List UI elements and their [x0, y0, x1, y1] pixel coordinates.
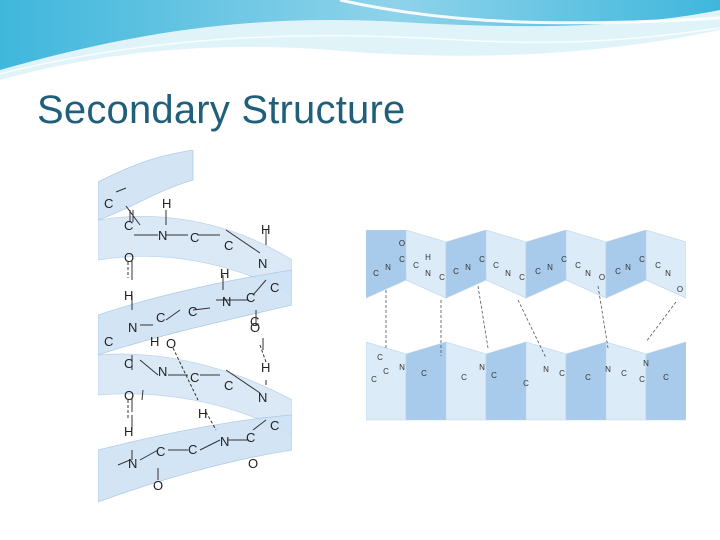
sheet-atom: C [479, 255, 485, 264]
helix-atom: C [156, 444, 165, 459]
helix-atom: C [156, 310, 165, 325]
helix-atom: N [158, 228, 167, 243]
sheet-atom: C [663, 373, 669, 382]
helix-atom: N [258, 390, 267, 405]
helix-atom: H [124, 288, 133, 303]
helix-atom: H [150, 334, 159, 349]
sheet-atom: C [493, 261, 499, 270]
helix-atom: C [224, 378, 233, 393]
sheet-atom: N [625, 263, 631, 272]
sheet-atom: O [599, 273, 605, 282]
helix-atom: H [124, 424, 133, 439]
helix-atom: C [104, 334, 113, 349]
sheet-top-atoms: C N C C N C C N C C N C C N C C N O H O [373, 239, 605, 282]
sheet-atom: C [491, 371, 497, 380]
sheet-atom: N [547, 263, 553, 272]
helix-atom: C [246, 290, 255, 305]
sheet-atom: C [421, 369, 427, 378]
sheet-atom: C [585, 373, 591, 382]
sheet-atom: N [643, 359, 649, 368]
helix-bonds [115, 187, 267, 480]
sheet-atom: O [677, 285, 683, 294]
helix-atom: O [124, 250, 134, 265]
sheet-bottom-strand [366, 341, 686, 421]
helix-hbonds [127, 262, 267, 418]
sheet-hbonds [385, 285, 677, 359]
helix-atom: C [190, 230, 199, 245]
sheet-atom: C [559, 369, 565, 378]
sheet-bottom-atoms: C C N C C N C C N C C N C C N C C [371, 353, 669, 388]
helix-atom: H [261, 222, 270, 237]
helix-atom: H [261, 360, 270, 375]
helix-atom: C [124, 218, 133, 233]
sheet-top-atoms-2: C N C C N O [615, 255, 683, 294]
helix-atom: N [222, 294, 231, 309]
sheet-atom: C [439, 273, 445, 282]
helix-atom: C [246, 430, 255, 445]
helix-atom: C [188, 304, 197, 319]
sheet-atom: O [399, 239, 405, 248]
helix-atom: N [128, 320, 137, 335]
sheet-atom: N [385, 263, 391, 272]
header-wave-decoration [0, 0, 720, 80]
sheet-atom: C [639, 375, 645, 384]
helix-atom: C [250, 314, 259, 329]
wave-main [0, 0, 720, 70]
sheet-atom: N [425, 269, 431, 278]
helix-atom: C [124, 356, 133, 371]
wave-highlight [339, 0, 720, 25]
helix-atom: H [162, 196, 171, 211]
sheet-atom: C [399, 255, 405, 264]
sheet-atom: C [535, 267, 541, 276]
helix-atom: O [124, 388, 134, 403]
helix-atom: H [220, 266, 229, 281]
helix-atoms: C H C N C C H O N H C H N C C C N C C O … [104, 196, 279, 493]
helix-atom: C [190, 370, 199, 385]
helix-atom: O [248, 456, 258, 471]
helix-atom: C [188, 442, 197, 457]
sheet-atom: N [465, 263, 471, 272]
sheet-atom: C [655, 261, 661, 270]
sheet-atom: N [585, 269, 591, 278]
sheet-atom: C [621, 369, 627, 378]
sheet-atom: C [519, 273, 525, 282]
helix-atom: C [270, 418, 279, 433]
sheet-atom: C [575, 261, 581, 270]
sheet-atom: N [665, 269, 671, 278]
sheet-atom: C [371, 375, 377, 384]
helix-atom: C [224, 238, 233, 253]
sheet-atom: C [377, 353, 383, 362]
sheet-atom: C [413, 261, 419, 270]
helix-atom: O [153, 478, 163, 493]
sheet-atom: C [561, 255, 567, 264]
sheet-atom: N [505, 269, 511, 278]
sheet-atom: N [479, 363, 485, 372]
helix-atom: C [104, 196, 113, 211]
sheet-atom: C [523, 379, 529, 388]
helix-atom: O [166, 336, 176, 351]
sheet-atom: C [615, 267, 621, 276]
alpha-helix-diagram: C H C N C C H O N H C H N C C C N C C O … [98, 150, 292, 502]
helix-atom: O [250, 320, 260, 335]
helix-atom: N [158, 364, 167, 379]
helix-atom: N [220, 434, 229, 449]
helix-atom: N [258, 256, 267, 271]
helix-atom: C [270, 280, 279, 295]
sheet-atom: C [639, 255, 645, 264]
slide-title: Secondary Structure [37, 88, 406, 132]
sheet-atom: C [453, 267, 459, 276]
sheet-atom: C [461, 373, 467, 382]
sheet-atom: N [399, 363, 405, 372]
helix-atom: N [128, 456, 137, 471]
wave-line [0, 27, 720, 75]
sheet-top-strand [366, 230, 686, 299]
sheet-atom: C [383, 367, 389, 376]
sheet-atom: N [543, 365, 549, 374]
sheet-atom: H [425, 253, 431, 262]
beta-sheet-diagram: C N C C N C C N C C N C C N C C N O H O … [366, 230, 686, 421]
sheet-atom: C [373, 269, 379, 278]
helix-atom: H [198, 406, 207, 421]
sheet-atom: N [605, 365, 611, 374]
